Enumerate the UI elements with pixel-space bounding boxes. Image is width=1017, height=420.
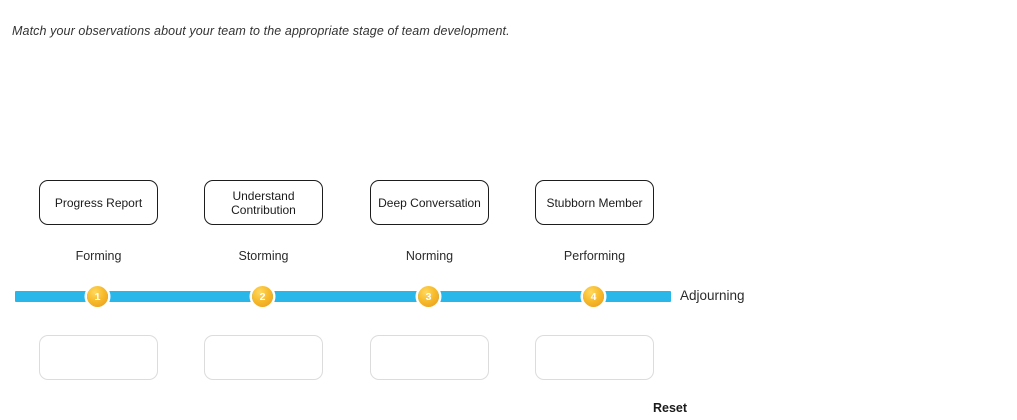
- stage-progress-bar: 1 2 3 4: [15, 284, 671, 310]
- draggable-card-understand-contribution[interactable]: Understand Contribution: [204, 180, 323, 225]
- stage-node-4[interactable]: 4: [583, 286, 604, 307]
- stage-node-2[interactable]: 2: [252, 286, 273, 307]
- dropzone-forming[interactable]: [39, 335, 158, 380]
- draggable-card-label: Understand Contribution: [231, 188, 296, 217]
- draggable-card-label: Deep Conversation: [378, 195, 481, 210]
- stage-label-performing: Performing: [563, 249, 626, 263]
- stage-label-norming: Norming: [405, 249, 454, 263]
- draggable-card-label: Stubborn Member: [546, 195, 643, 210]
- instruction-text: Match your observations about your team …: [12, 24, 510, 38]
- stage-label-storming: Storming: [238, 249, 289, 263]
- draggable-card-progress-report[interactable]: Progress Report: [39, 180, 158, 225]
- dropzone-performing[interactable]: [535, 335, 654, 380]
- dropzone-storming[interactable]: [204, 335, 323, 380]
- draggable-card-deep-conversation[interactable]: Deep Conversation: [370, 180, 489, 225]
- progress-track: [15, 291, 671, 302]
- draggable-card-label: Progress Report: [54, 195, 143, 210]
- draggable-card-stubborn-member[interactable]: Stubborn Member: [535, 180, 654, 225]
- stage-label-forming: Forming: [75, 249, 122, 263]
- stage-node-3[interactable]: 3: [418, 286, 439, 307]
- stage-node-1[interactable]: 1: [87, 286, 108, 307]
- reset-button[interactable]: Reset: [653, 401, 688, 415]
- dropzone-norming[interactable]: [370, 335, 489, 380]
- stage-label-adjourning: Adjourning: [680, 288, 745, 303]
